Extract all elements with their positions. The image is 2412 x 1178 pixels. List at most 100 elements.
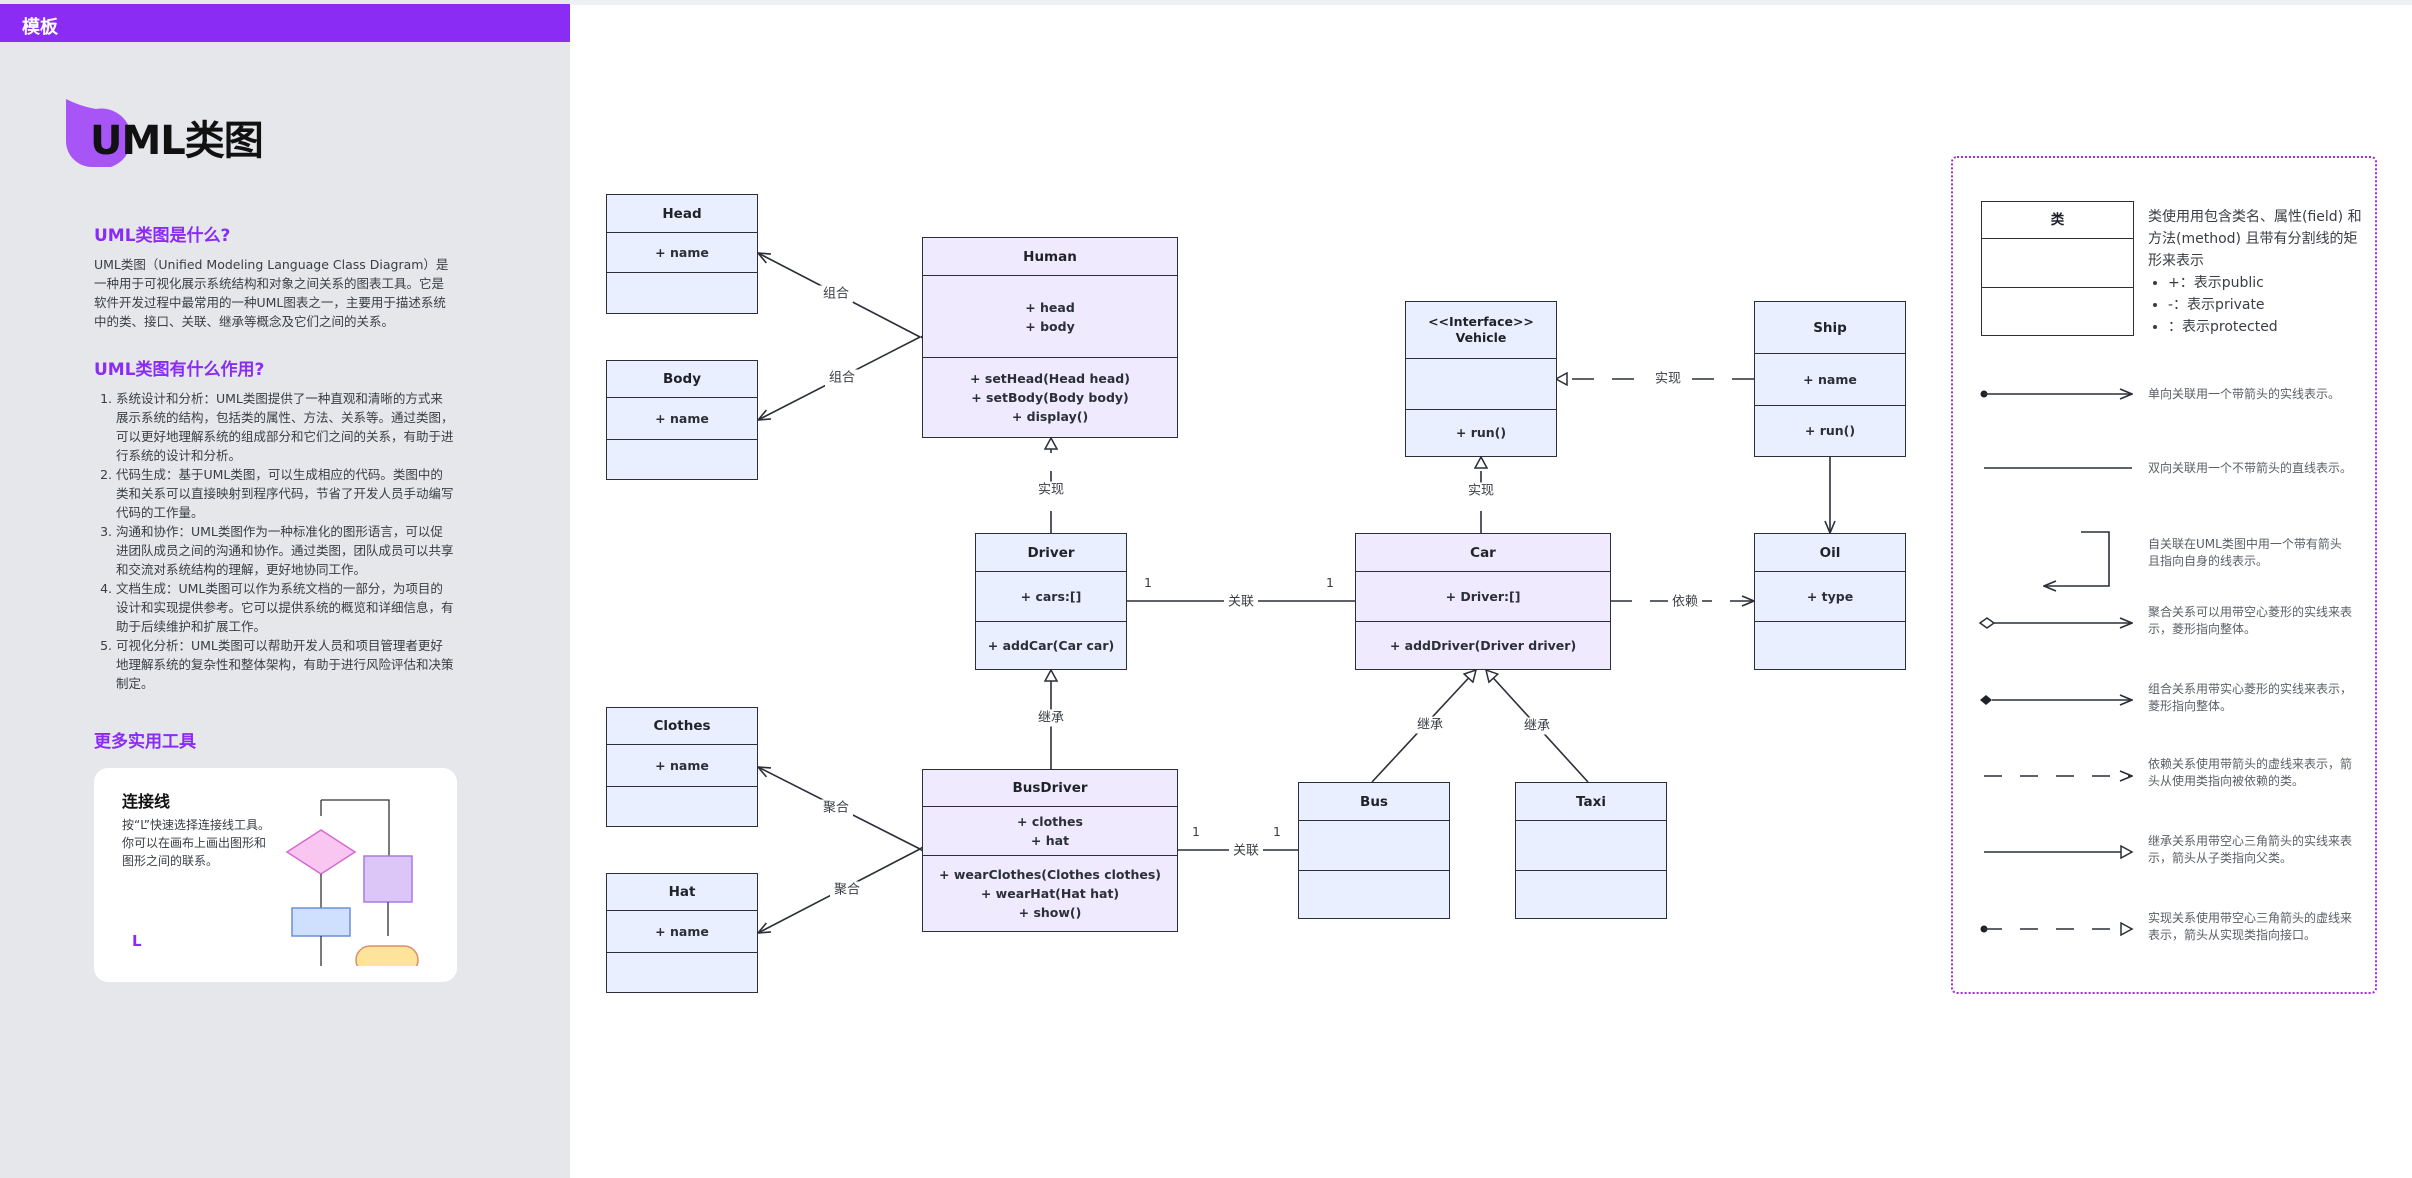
title-blob-icon bbox=[66, 99, 128, 167]
label-aggregation-hat: 聚合 bbox=[829, 881, 865, 899]
label-dependency: 依赖 bbox=[1667, 593, 1703, 611]
class-method: + show() bbox=[1018, 904, 1082, 920]
class-attribute: + name bbox=[655, 924, 709, 939]
mult-car: 1 bbox=[1326, 575, 1334, 590]
class-bus[interactable]: Bus bbox=[1298, 782, 1450, 919]
legend-text-unidirectional: 单向关联用一个带箭头的实线表示。 bbox=[2148, 387, 2341, 401]
label-association-busdriver-bus: 关联 bbox=[1228, 842, 1264, 860]
legend-text-aggregation: 聚合关系可以用带空心菱形的实线来表示，菱形指向整体。 bbox=[2148, 605, 2353, 636]
section-what-text: UML类图（Unified Modeling Language Class Di… bbox=[94, 257, 449, 329]
legend-class-text: 类使用用包含类名、属性(field) 和方法(method) 且带有分割线的矩形… bbox=[2148, 209, 2362, 269]
label-aggregation-clothes: 聚合 bbox=[818, 799, 854, 817]
legend-composition-icon bbox=[1980, 695, 2132, 705]
list-item: 代码生成：基于UML类图，可以生成相应的代码。类图中的类和关系可以直接映射到程序… bbox=[116, 465, 454, 522]
legend-class-sample: 类 bbox=[1981, 201, 2134, 336]
class-method: + run() bbox=[1804, 423, 1856, 438]
legend-self-association-icon bbox=[2044, 531, 2110, 586]
list-item: +：表示public bbox=[2168, 272, 2363, 294]
uses-list: 系统设计和分析：UML类图提供了一种直观和清晰的方式来展示系统的结构，包括类的属… bbox=[94, 389, 454, 693]
tool-shortcut-key: L bbox=[132, 932, 142, 950]
section-what-title: UML类图是什么? bbox=[94, 226, 231, 246]
section-tools-title: 更多实用工具 bbox=[94, 732, 196, 752]
class-ship[interactable]: Ship + name + run() bbox=[1754, 301, 1906, 457]
class-method: + wearHat(Hat hat) bbox=[980, 885, 1120, 901]
legend-text-composition: 组合关系用带实心菱形的实线来表示，菱形指向整体。 bbox=[2148, 682, 2353, 713]
legend-unidirectional-association-icon bbox=[1980, 391, 2133, 398]
class-name-text: Vehicle bbox=[1455, 330, 1507, 345]
class-name: Clothes bbox=[607, 708, 757, 745]
label-composition-body: 组合 bbox=[824, 369, 860, 387]
class-body[interactable]: Body + name bbox=[606, 360, 758, 480]
class-attribute: + cars:[] bbox=[1020, 589, 1082, 604]
legend-text-self: 自关联在UML类图中用一个带有箭头且指向自身的线表示。 bbox=[2148, 537, 2342, 568]
template-panel: 模板 UML类图 UML类图是什么? UML类图（Unified Modelin… bbox=[0, 0, 570, 1178]
mult-driver: 1 bbox=[1144, 575, 1152, 590]
class-oil[interactable]: Oil + type bbox=[1754, 533, 1906, 670]
class-name: Oil bbox=[1755, 534, 1905, 572]
class-car[interactable]: Car + Driver:[] + addDriver(Driver drive… bbox=[1355, 533, 1611, 670]
template-tab[interactable]: 模板 bbox=[0, 4, 570, 42]
class-method: + setHead(Head head) bbox=[970, 370, 1130, 386]
class-method: + addCar(Car car) bbox=[987, 637, 1115, 653]
class-attribute: + clothes bbox=[1017, 814, 1083, 829]
legend-realization-icon bbox=[1980, 926, 2133, 933]
class-attribute: + head bbox=[1025, 299, 1075, 315]
legend-aggregation-icon bbox=[1978, 617, 2132, 629]
class-name: Ship bbox=[1755, 302, 1905, 354]
connector-illustration-icon bbox=[285, 799, 419, 966]
label-realization-driver: 实现 bbox=[1033, 481, 1069, 499]
class-name: Head bbox=[607, 195, 757, 233]
class-busdriver[interactable]: BusDriver + clothes + hat + wearClothes(… bbox=[922, 769, 1178, 932]
legend-class-description: 类使用用包含类名、属性(field) 和方法(method) 且带有分割线的矩形… bbox=[2148, 206, 2363, 338]
class-stereotype: <<Interface>> bbox=[1428, 314, 1534, 329]
tool-title: 连接线 bbox=[122, 792, 171, 811]
legend-visibility-list: +：表示public -：表示private ：表示protected bbox=[2148, 272, 2363, 338]
class-taxi[interactable]: Taxi bbox=[1515, 782, 1667, 919]
class-human[interactable]: Human + head + body + setHead(Head head)… bbox=[922, 237, 1178, 438]
list-item: ：表示protected bbox=[2168, 316, 2363, 338]
class-name: Car bbox=[1356, 534, 1610, 572]
class-driver[interactable]: Driver + cars:[] + addCar(Car car) bbox=[975, 533, 1127, 670]
canvas-top-border bbox=[570, 0, 2412, 5]
class-attribute: + hat bbox=[1030, 833, 1070, 848]
class-name: Hat bbox=[607, 874, 757, 911]
class-name: BusDriver bbox=[923, 770, 1177, 807]
list-item: 可视化分析：UML类图可以帮助开发人员和项目管理者更好地理解系统的复杂性和整体架… bbox=[116, 636, 454, 693]
label-realization-car: 实现 bbox=[1463, 482, 1499, 500]
class-attribute: + body bbox=[1025, 318, 1075, 334]
diagram-canvas[interactable]: 组合 组合 实现 实现 实现 关联 依赖 继承 继承 继承 关联 聚合 聚合 1… bbox=[570, 0, 2412, 1178]
legend-class-label: 类 bbox=[1982, 202, 2133, 239]
class-name: Bus bbox=[1299, 783, 1449, 821]
list-item: 沟通和协作：UML类图作为一种标准化的图形语言，可以促进团队成员之间的沟通和协作… bbox=[116, 522, 454, 579]
legend-panel[interactable]: 类 类使用用包含类名、属性(field) 和方法(method) 且带有分割线的… bbox=[1951, 156, 2377, 994]
legend-text-bidirectional: 双向关联用一个不带箭头的直线表示。 bbox=[2148, 461, 2353, 475]
class-name: Human bbox=[923, 238, 1177, 276]
label-inheritance-bus: 继承 bbox=[1412, 716, 1448, 734]
class-attribute: + Driver:[] bbox=[1445, 589, 1521, 604]
list-item: -：表示private bbox=[2168, 294, 2363, 316]
class-attribute: + name bbox=[655, 245, 709, 260]
class-attribute: + name bbox=[655, 411, 709, 426]
class-attribute: + name bbox=[1803, 372, 1857, 387]
class-head[interactable]: Head + name bbox=[606, 194, 758, 314]
class-method: + addDriver(Driver driver) bbox=[1389, 637, 1577, 653]
class-method: + wearClothes(Clothes clothes) bbox=[939, 866, 1161, 882]
label-inheritance-busdriver: 继承 bbox=[1033, 709, 1069, 727]
class-hat[interactable]: Hat + name bbox=[606, 873, 758, 993]
label-association-driver-car: 关联 bbox=[1223, 593, 1259, 611]
legend-text-dependency: 依赖关系使用带箭头的虚线来表示，箭头从使用类指向被依赖的类。 bbox=[2148, 757, 2353, 788]
label-realization-ship: 实现 bbox=[1650, 370, 1686, 388]
class-method: + run() bbox=[1455, 425, 1507, 440]
class-vehicle-interface[interactable]: <<Interface>> Vehicle + run() bbox=[1405, 301, 1557, 457]
label-inheritance-taxi: 继承 bbox=[1519, 717, 1555, 735]
list-item: 文档生成：UML类图可以作为系统文档的一部分，为项目的设计和实现提供参考。它可以… bbox=[116, 579, 454, 636]
connector-tool-card[interactable]: 连接线 按“L”快速选择连接线工具。你可以在画布上画出图形和图形之间的联系。 L bbox=[94, 768, 457, 982]
label-composition-head: 组合 bbox=[818, 285, 854, 303]
mult-busdriver: 1 bbox=[1192, 824, 1200, 839]
list-item: 系统设计和分析：UML类图提供了一种直观和清晰的方式来展示系统的结构，包括类的属… bbox=[116, 389, 454, 465]
class-method: + display() bbox=[1011, 408, 1089, 424]
class-name: Driver bbox=[976, 534, 1126, 572]
class-clothes[interactable]: Clothes + name bbox=[606, 707, 758, 827]
class-method: + setBody(Body body) bbox=[971, 389, 1129, 405]
tool-description: 按“L”快速选择连接线工具。你可以在画布上画出图形和图形之间的联系。 bbox=[122, 818, 270, 868]
